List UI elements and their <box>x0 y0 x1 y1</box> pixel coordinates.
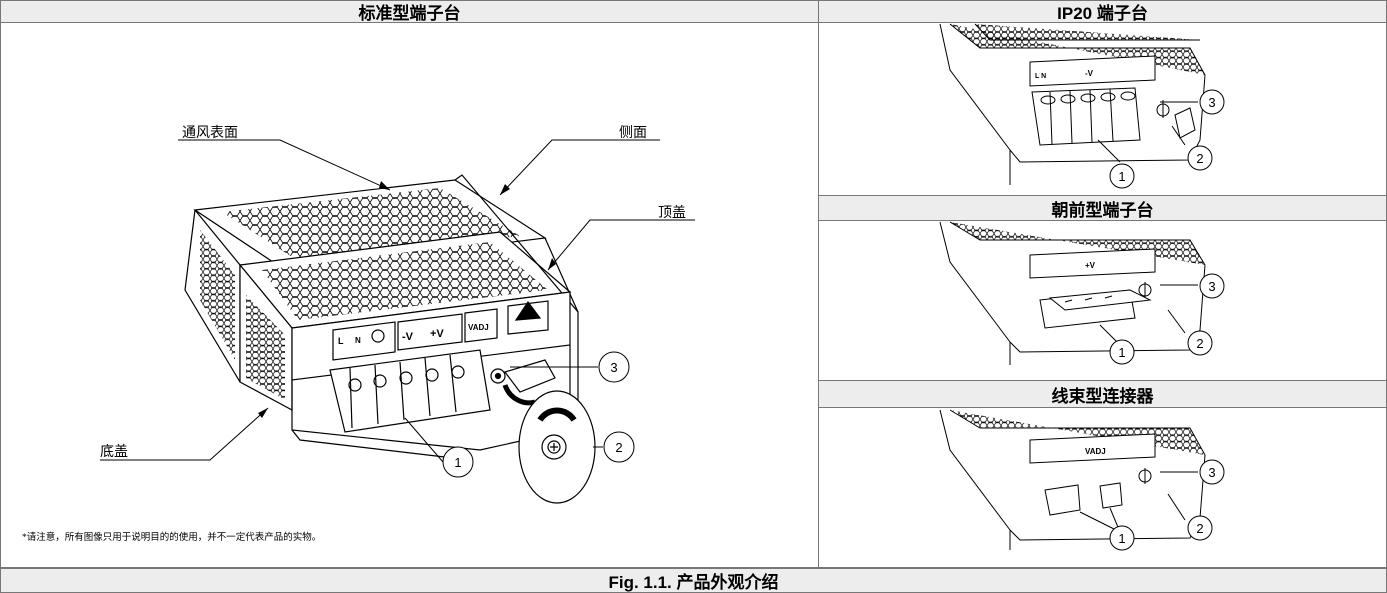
harness-connector-2 <box>1099 482 1123 509</box>
label-vent-surface: 通风表面 <box>182 124 238 140</box>
terminal-mark-vadj: VADJ <box>468 323 489 332</box>
callout-3: 3 <box>610 360 617 375</box>
ip20-callout-1-circle <box>1109 163 1135 189</box>
front-callout-1: 1 <box>1118 345 1125 360</box>
ip20-callout-3-circle <box>1199 89 1225 115</box>
front-callout-1-circle <box>1109 339 1135 365</box>
callout-2-circle <box>603 431 635 463</box>
harness-callout-1-circle <box>1109 525 1135 551</box>
ln-label-box <box>332 321 396 361</box>
warning-label-box <box>507 300 549 335</box>
harness-callout-1: 1 <box>1118 531 1125 546</box>
callout-1-circle <box>442 446 474 478</box>
ip20-callout-2-circle <box>1187 145 1213 171</box>
header-harness: 线束型连接器 <box>819 380 1386 408</box>
front-mark-v: +V <box>1085 261 1096 270</box>
leader-callout-1 <box>404 417 444 463</box>
callout-2: 2 <box>615 440 622 455</box>
vadj-potentiometer <box>490 368 506 384</box>
callout-1: 1 <box>454 455 461 470</box>
terminal-mark-minus-v: -V <box>402 331 414 343</box>
harness-callout-3: 3 <box>1208 465 1215 480</box>
header-ip20: IP20 端子台 <box>819 1 1386 23</box>
leader-vent-surface <box>178 139 391 191</box>
ip20-callout-3: 3 <box>1208 95 1215 110</box>
terminal-mark-plus-v: +V <box>430 328 444 340</box>
front-callout-2: 2 <box>1196 336 1203 351</box>
header-standard: 标准型端子台 <box>1 1 818 23</box>
svg-text:L N: L N <box>1035 73 1046 80</box>
standard-psu-drawing: L N -V +V VADJ 3 1 2 <box>100 139 695 504</box>
header-front: 朝前型端子台 <box>819 195 1386 221</box>
disclaimer-note: *请注意，所有图像只用于说明目的的使用，并不一定代表产品的实物。 <box>22 533 322 543</box>
figure-caption: Fig. 1.1. 产品外观介绍 <box>0 568 1387 593</box>
label-top-cover: 顶盖 <box>658 204 686 220</box>
leader-bottom-cover <box>100 407 269 461</box>
harness-callout-2-circle <box>1187 515 1213 541</box>
vadj-label-box <box>464 308 498 343</box>
harness-mark-v: VADJ <box>1085 447 1106 456</box>
harness-callout-3-circle <box>1199 459 1225 485</box>
label-side: 侧面 <box>619 124 647 140</box>
leader-side <box>499 139 660 196</box>
ip20-drawing: L N -V 3 1 2 +V 3 <box>939 23 1225 551</box>
ip20-callout-1: 1 <box>1118 169 1125 184</box>
front-callout-3-circle <box>1199 273 1225 299</box>
ip20-callout-2: 2 <box>1196 151 1203 166</box>
callout-3-circle <box>598 351 630 383</box>
terminal-mark-l: L <box>338 336 344 346</box>
ip20-mark-v: -V <box>1085 69 1094 78</box>
leader-top-cover <box>547 219 695 271</box>
harness-connector-1 <box>1044 484 1081 516</box>
front-callout-3: 3 <box>1208 279 1215 294</box>
front-callout-2-circle <box>1187 330 1213 356</box>
terminal-mark-n: N <box>355 336 361 345</box>
terminal-block <box>329 349 491 433</box>
ip20-terminal-block <box>1031 87 1141 146</box>
label-bottom-cover: 底盖 <box>100 443 128 459</box>
v-label-box <box>397 313 463 351</box>
harness-callout-2: 2 <box>1196 521 1203 536</box>
